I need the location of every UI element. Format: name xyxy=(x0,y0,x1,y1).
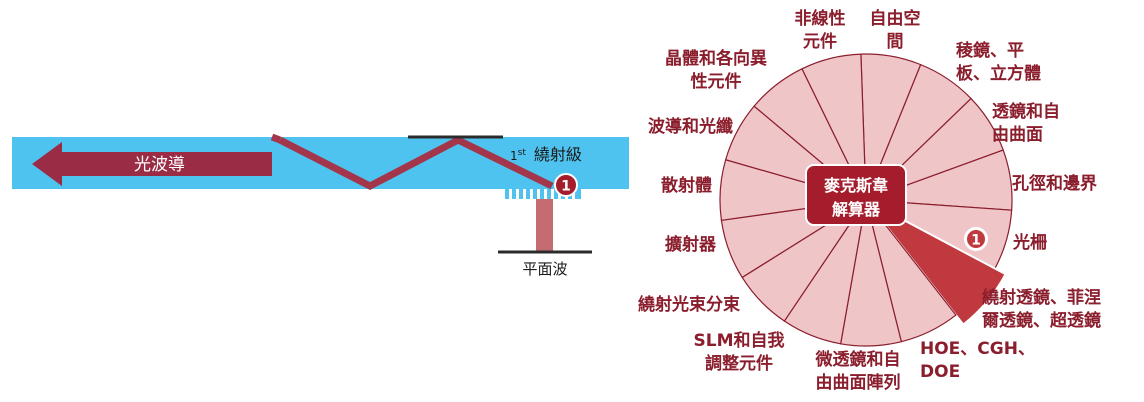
segment-label-gratings: 光柵 xyxy=(1013,233,1047,253)
segment-label-crystals: 晶體和各向異 性元件 xyxy=(665,49,767,92)
light-ray-path xyxy=(278,136,554,190)
segment-label-diffractive-lenses: 繞射透鏡、菲涅 爾透鏡、超透鏡 xyxy=(982,288,1101,331)
plane-wave-label: 平面波 xyxy=(522,260,567,278)
solver-hub-line1: 麥克斯韋 xyxy=(823,176,888,195)
diffraction-order-sup: st xyxy=(518,148,527,158)
segment-label-diffusers: 擴射器 xyxy=(665,235,716,255)
solver-hub-line2: 解算器 xyxy=(832,200,881,219)
diffraction-order-text: 繞射級 xyxy=(534,145,582,164)
highlight-marker: 1 xyxy=(964,227,988,251)
diffraction-order-label: 1st 繞射級 xyxy=(510,145,582,164)
grating-marker xyxy=(554,173,578,197)
segment-label-apertures: 孔徑和邊界 xyxy=(1012,174,1097,194)
segment-label-prisms: 稜鏡、平 板、立方體 xyxy=(956,41,1041,84)
ray-exit-segment xyxy=(270,133,282,144)
highlight-marker-number: 1 xyxy=(971,233,981,249)
wheel-wedges xyxy=(719,53,1013,347)
solver-hub xyxy=(805,164,907,226)
segment-label-lenses-freeform: 透鏡和自 由曲面 xyxy=(992,102,1060,145)
segment-label-scatterers: 散射體 xyxy=(661,176,712,196)
segment-label-nonlinear: 非線性 元件 xyxy=(794,9,846,52)
waveguide-arrow xyxy=(32,142,272,186)
highlight-marker-inner xyxy=(965,228,987,250)
segment-label-slm: SLM和自我 調整元件 xyxy=(693,331,785,374)
segment-label-beam-splitters: 繞射光束分束 xyxy=(638,295,740,315)
wheel-wedge-highlighted xyxy=(878,209,1007,326)
segment-label-microlens: 微透鏡和自 由曲面陣列 xyxy=(815,350,901,393)
segment-label-free-space: 自由空 間 xyxy=(869,9,921,52)
solver-wheel: 1 麥克斯韋 解算器 xyxy=(719,53,1013,347)
wheel-wedge xyxy=(801,53,866,181)
waveguide-arrow-label: 光波導 xyxy=(134,155,185,175)
segment-label-hoe: HOE、CGH、 DOE xyxy=(920,339,1035,382)
diffraction-order-number: 1 xyxy=(510,149,518,163)
plane-wave-beam xyxy=(536,199,553,252)
grating-marker-number: 1 xyxy=(561,179,571,195)
segment-label-waveguides: 波導和光纖 xyxy=(648,117,733,137)
